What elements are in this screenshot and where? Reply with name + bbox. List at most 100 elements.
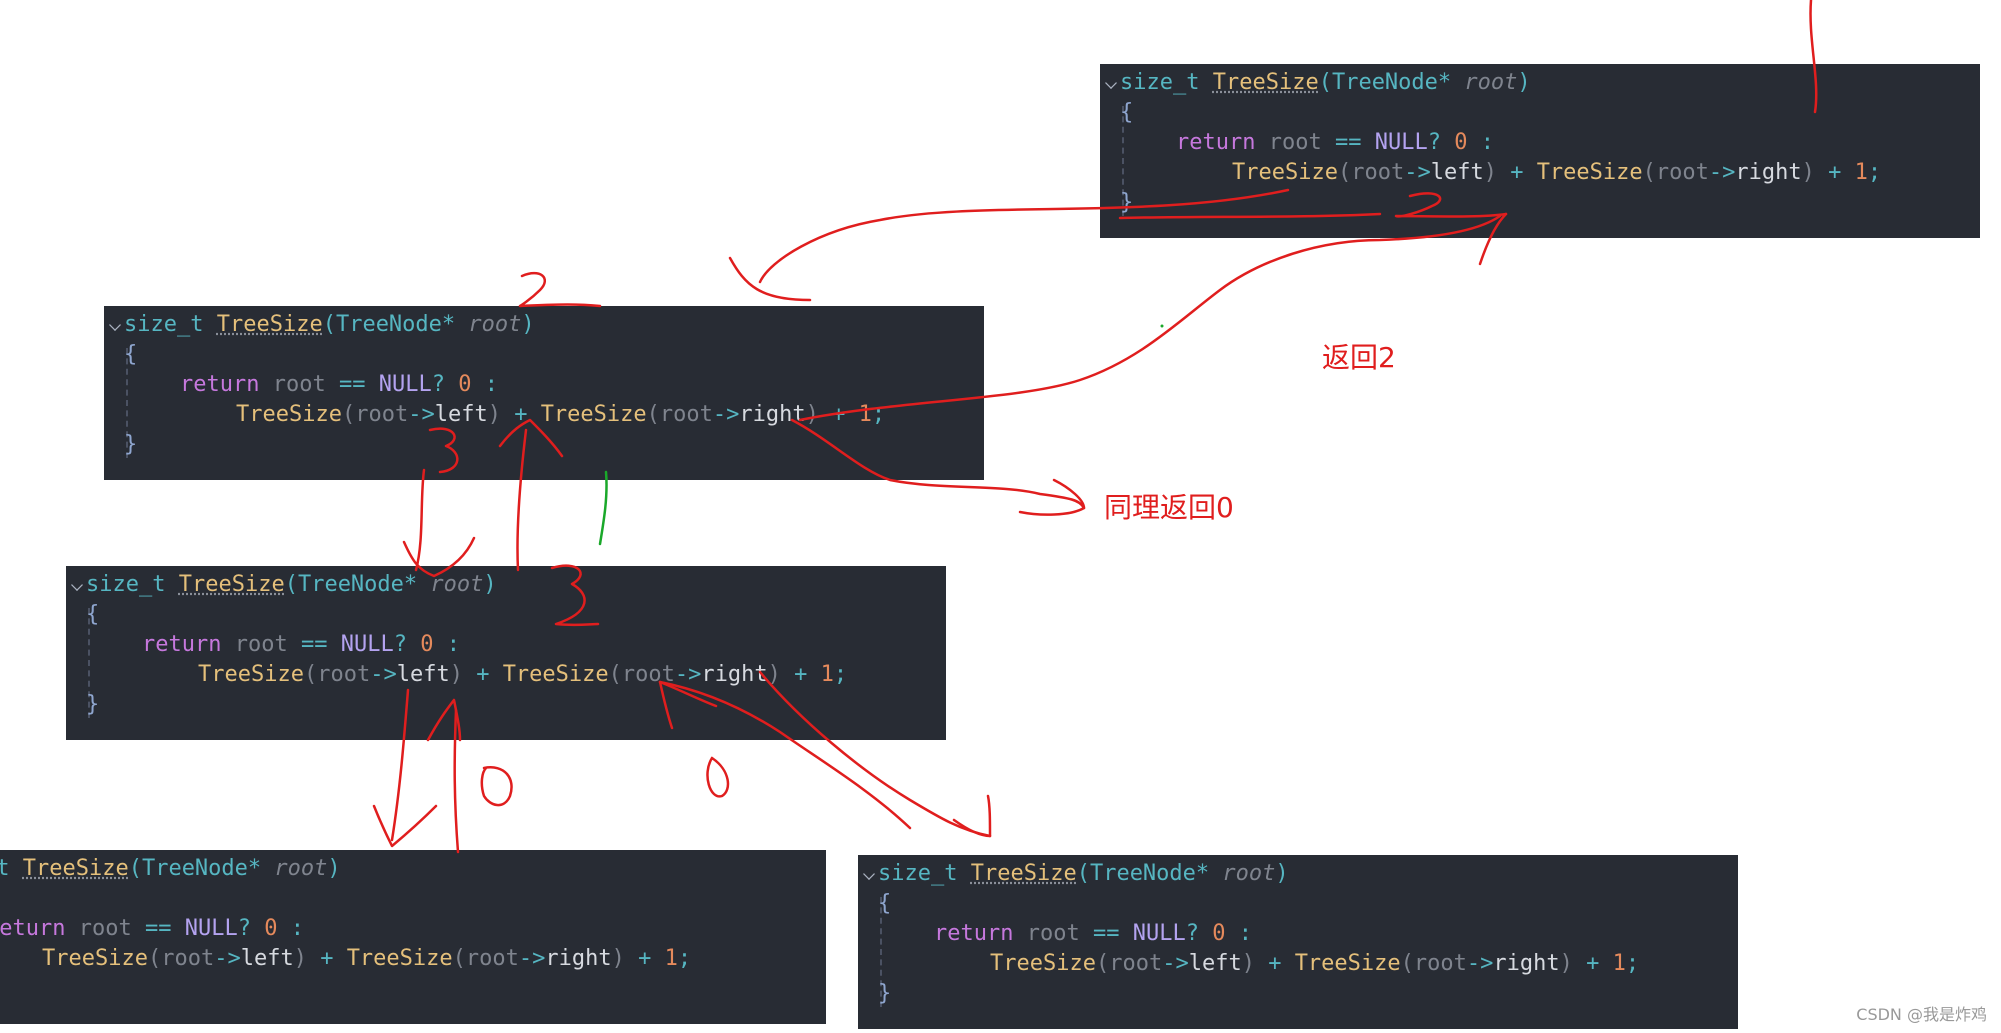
paren: ) <box>767 662 781 687</box>
member-left: left <box>434 402 488 427</box>
param-name: root <box>1464 70 1518 95</box>
space <box>407 632 420 657</box>
indent-guide <box>126 348 128 458</box>
function-name: TreeSize <box>178 572 285 597</box>
call-left-fn: TreeSize <box>236 402 342 427</box>
code-line-open-brace: { <box>124 340 137 370</box>
annotation-arrow-head-same-return-0 <box>1018 478 1086 516</box>
indent-guide <box>1122 106 1124 216</box>
space <box>625 946 638 971</box>
code-line-signature: size_t TreeSize(TreeNode* root) <box>878 859 1289 889</box>
paren: ( <box>341 402 356 427</box>
space <box>307 946 320 971</box>
open-brace: { <box>86 602 100 627</box>
code-line-close-brace: } <box>878 979 891 1009</box>
code-line-close-brace: } <box>124 430 137 460</box>
code-line-signature: size_t TreeSize(TreeNode* root) <box>86 570 497 600</box>
var-root: root <box>234 632 288 657</box>
annotation-similarly-return-0: 同理返回0 <box>1104 491 1234 524</box>
fold-chevron-icon[interactable] <box>109 319 121 331</box>
equality-operator: == <box>144 916 172 941</box>
close-brace: } <box>878 981 892 1006</box>
code-panel-null-left-call: size_t TreeSize(TreeNode* root){return r… <box>0 850 826 1024</box>
fold-chevron-icon[interactable] <box>71 579 83 591</box>
var-root: root <box>272 372 326 397</box>
return-type: size_t <box>878 861 958 886</box>
return-keyword: return <box>1176 130 1256 155</box>
space <box>1573 951 1586 976</box>
semicolon: ; <box>871 402 886 427</box>
paren: ) <box>1559 951 1573 976</box>
arrow-operator: -> <box>518 946 546 971</box>
var-root: root <box>1268 130 1322 155</box>
call-right-fn: TreeSize <box>1294 951 1401 976</box>
equality-operator: == <box>300 632 328 657</box>
member-right: right <box>1735 160 1802 185</box>
space <box>433 632 446 657</box>
annotation-arrow-down-mid-lower <box>414 468 426 572</box>
plus-operator: + <box>1828 160 1842 185</box>
space <box>165 572 178 597</box>
close-paren: ) <box>1517 70 1531 95</box>
semicolon: ; <box>1625 951 1640 976</box>
space <box>259 372 272 397</box>
zero-literal: 0 <box>458 372 472 397</box>
plus-operator: + <box>514 402 528 427</box>
space <box>957 861 970 886</box>
arrow-operator: -> <box>214 946 241 971</box>
space <box>471 372 484 397</box>
space <box>1441 130 1454 155</box>
member-right: right <box>701 662 768 687</box>
var-root: root <box>161 946 215 971</box>
function-name: TreeSize <box>970 861 1077 886</box>
space <box>171 916 184 941</box>
return-keyword: return <box>142 632 222 657</box>
equality-operator: == <box>338 372 366 397</box>
one-literal: 1 <box>858 402 872 427</box>
close-brace: } <box>124 432 138 457</box>
space <box>651 946 664 971</box>
annotation-arrow-head-down-bl <box>372 804 438 848</box>
paren: ) <box>1483 160 1497 185</box>
space <box>527 402 540 427</box>
pointer-symbol: * <box>403 572 418 597</box>
space <box>326 372 339 397</box>
space <box>819 402 832 427</box>
zero-literal: 0 <box>1212 921 1226 946</box>
space <box>1467 130 1480 155</box>
space <box>327 632 340 657</box>
space <box>1281 951 1294 976</box>
space <box>1255 130 1268 155</box>
paren: ) <box>611 946 625 971</box>
code-line-signature: size_t TreeSize(TreeNode* root) <box>0 854 341 884</box>
null-keyword: NULL <box>184 916 238 941</box>
arrow-operator: -> <box>1404 160 1431 185</box>
paren: ( <box>147 946 162 971</box>
space <box>1361 130 1374 155</box>
one-literal: 1 <box>1612 951 1626 976</box>
annotation-green-dot <box>1160 324 1164 328</box>
param-name: root <box>1222 861 1276 886</box>
member-right: right <box>739 402 806 427</box>
code-panel-left-left-call: size_t TreeSize(TreeNode* root){ return r… <box>66 566 946 740</box>
zero-literal: 0 <box>264 916 278 941</box>
close-paren: ) <box>327 856 341 881</box>
space <box>365 372 378 397</box>
arrow-operator: -> <box>712 402 740 427</box>
fold-chevron-icon[interactable] <box>1105 77 1117 89</box>
space <box>203 312 216 337</box>
open-brace: { <box>1120 100 1134 125</box>
var-root: root <box>1413 951 1467 976</box>
one-literal: 1 <box>1854 160 1868 185</box>
annotation-green-tick <box>598 470 608 546</box>
zero-literal: 0 <box>1454 130 1468 155</box>
code-panel-null-right-call: size_t TreeSize(TreeNode* root){return r… <box>858 855 1738 1029</box>
code-line-recursive-calls: TreeSize(root->left) + TreeSize(root->ri… <box>236 400 885 430</box>
space <box>1523 160 1536 185</box>
space <box>1013 921 1026 946</box>
var-root: root <box>1026 921 1080 946</box>
code-panel-root-call: size_t TreeSize(TreeNode* root){return r… <box>1100 64 1980 238</box>
close-paren: ) <box>1275 861 1289 886</box>
indent-guide <box>88 608 90 718</box>
fold-chevron-icon[interactable] <box>863 868 875 880</box>
